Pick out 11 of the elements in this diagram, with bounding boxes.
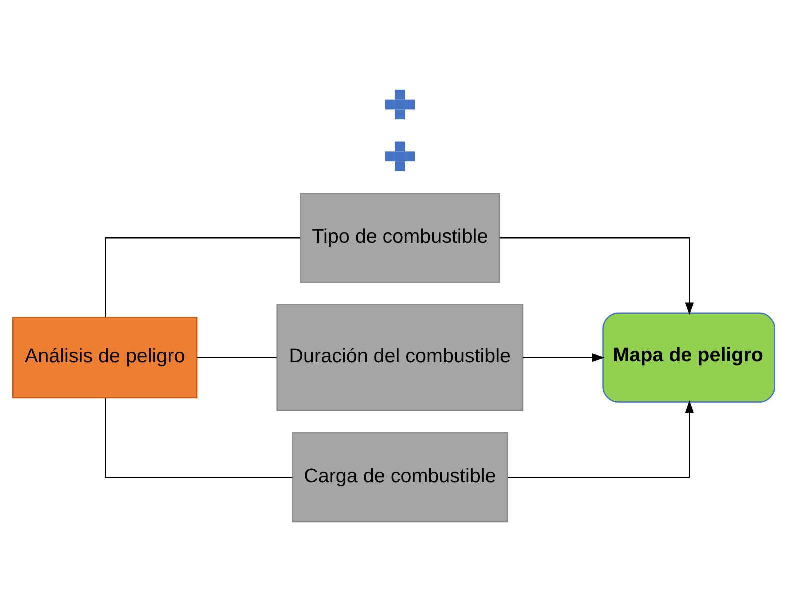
node-box: Carga de combustible [292, 432, 508, 523]
node-box: Duración del combustible [276, 304, 524, 412]
node-box: Tipo de combustible [300, 193, 500, 284]
arrow [523, 354, 605, 362]
node-box: Mapa de peligro [602, 312, 776, 403]
arrow [500, 237, 694, 316]
arrow [508, 400, 694, 478]
connector [197, 357, 277, 358]
node-box: Análisis de peligro [12, 317, 198, 399]
connector [105, 237, 300, 318]
connector [105, 398, 293, 478]
